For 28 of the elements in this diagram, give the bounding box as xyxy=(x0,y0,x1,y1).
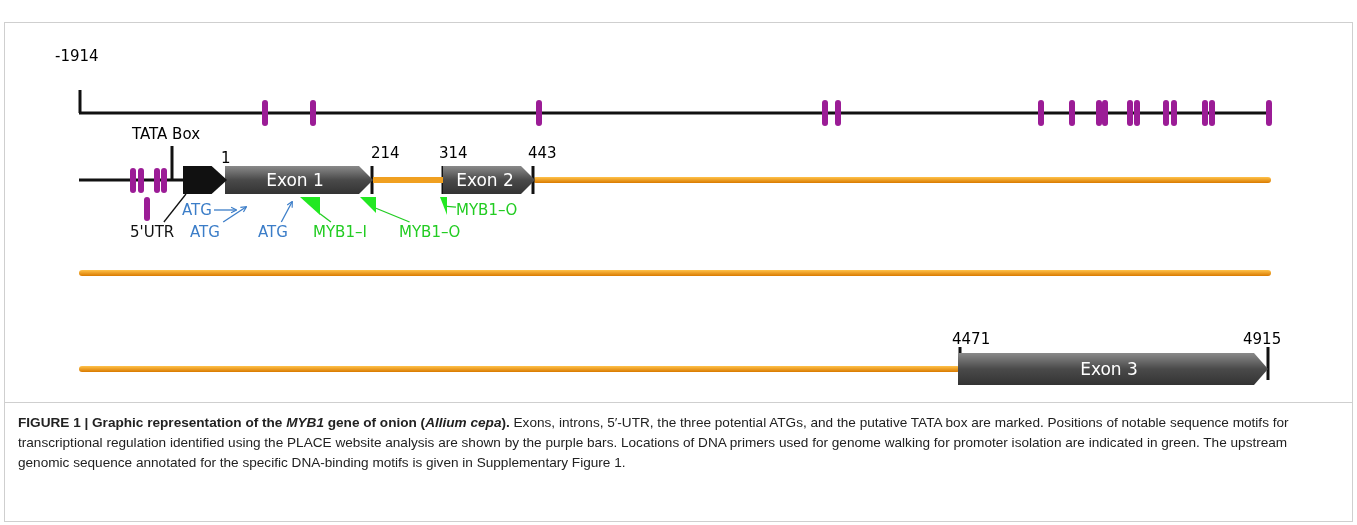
annotation-label: 5'UTR xyxy=(130,222,182,242)
leader-line xyxy=(375,207,411,223)
arrow xyxy=(222,206,248,223)
atg-label: ATG xyxy=(190,222,226,242)
atg-label: ATG xyxy=(182,200,214,220)
position-number: TATA Box xyxy=(132,124,200,144)
position-number: 314 xyxy=(439,143,468,163)
position-number: 1 xyxy=(221,148,231,168)
exon-block: Exon 3 xyxy=(958,353,1268,385)
position-number: 214 xyxy=(371,143,400,163)
position-number: 4471 xyxy=(952,329,991,349)
leader-line xyxy=(319,213,332,223)
arrow xyxy=(280,200,293,223)
figure-caption: FIGURE 1 | Graphic representation of the MYB1 gene of onion (Allium cepa). Exons, introns, 5′-UTR, the three potential ATGs, and the putative TATA box are marked. Positions of notable sequence motifs for transcriptional regulation identified using the PLACE website analysis are shown by the purple bars. Locations of DNA primers used for genome walking for promoter isolation are indicated in green. The upstream genomic sequence annotated for the specific DNA-binding motifs is given in Supplementary Figure 1. xyxy=(18,414,1290,472)
position-number: 443 xyxy=(528,143,557,163)
exon-block: Exon 1 xyxy=(225,166,373,194)
leader-line xyxy=(163,193,187,223)
primer-label: MYB1–I xyxy=(313,222,375,242)
primer-label: MYB1–O xyxy=(399,222,469,242)
position-number: -1914 xyxy=(55,46,99,66)
atg-label: ATG xyxy=(258,222,294,242)
arrow xyxy=(213,206,238,214)
position-number: 4915 xyxy=(1243,329,1282,349)
primer-label: MYB1–O xyxy=(456,200,526,220)
leader-line xyxy=(446,205,457,208)
utr-block xyxy=(183,166,227,194)
exon-block: Exon 2 xyxy=(443,166,535,194)
intron-line xyxy=(373,177,443,183)
